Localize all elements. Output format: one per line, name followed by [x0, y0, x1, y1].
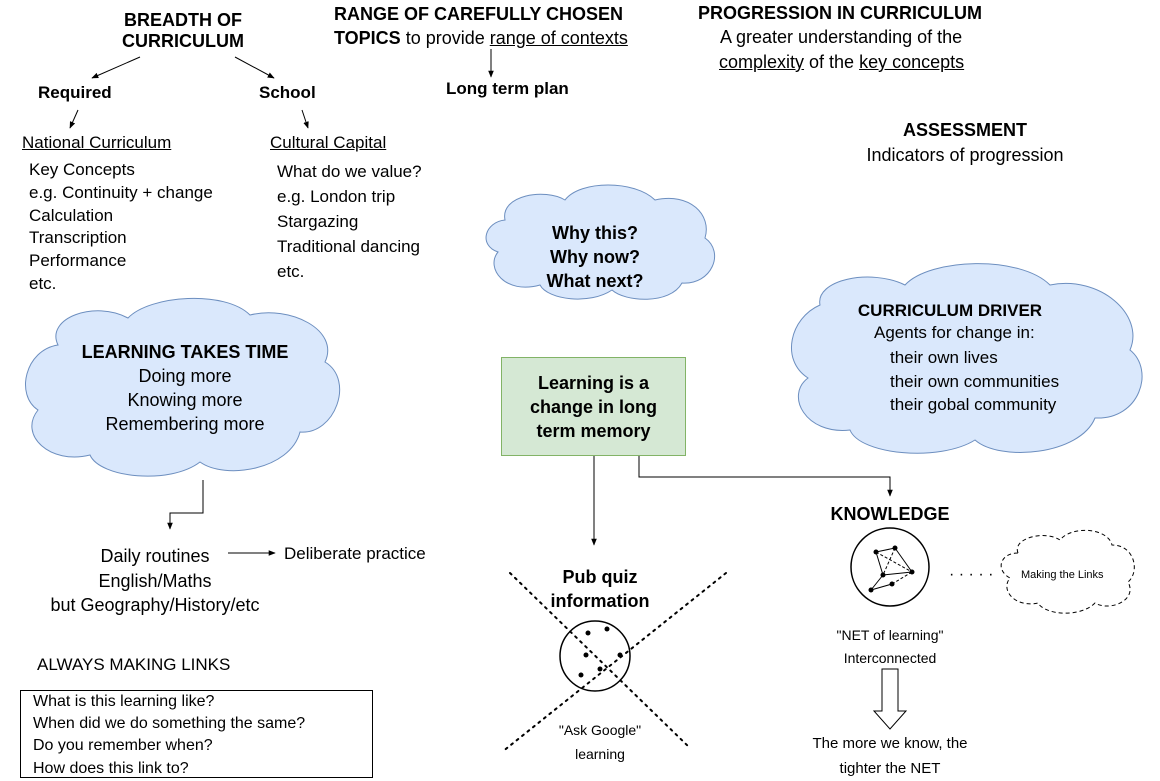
list-item: What do we value? — [277, 162, 422, 181]
learning-time-cloud-shape — [25, 298, 341, 477]
tighter-net-text: The more we know, the tighter the NET — [812, 735, 968, 777]
list-item: Do you remember when? — [33, 737, 213, 755]
list-item: Key Concepts — [29, 160, 135, 179]
national-curriculum-list: Key Concepts e.g. Continuity + change Ca… — [29, 159, 213, 296]
breadth-title: BREADTH OF CURRICULUM — [122, 10, 244, 51]
list-item: etc. — [277, 262, 305, 281]
assessment-subtitle: Indicators of progression — [866, 145, 1064, 165]
making-links-label: Making the Links — [1021, 569, 1104, 581]
progression-title: PROGRESSION IN CURRICULUM — [698, 3, 983, 23]
list-item: Calculation — [29, 205, 114, 225]
list-item: Performance — [29, 251, 127, 271]
tighter-net-arrow — [872, 668, 908, 730]
questions-list: What is this learning like? When did we … — [33, 691, 305, 780]
progression-line1: A greater understanding of the — [720, 27, 963, 47]
range-title: RANGE OF CAREFULLY CHOSEN — [334, 4, 624, 24]
assessment-title: ASSESSMENT — [902, 120, 1028, 140]
learning-time-text: LEARNING TAKES TIME Doing more Knowing m… — [81, 342, 289, 434]
ellipsis-dots: · · · · · — [949, 566, 994, 583]
daily-routines-text: Daily routines English/Maths but Geograp… — [50, 546, 260, 615]
national-curriculum-heading: National Curriculum — [22, 133, 172, 152]
required-label: Required — [38, 83, 112, 102]
pubquiz-title: Pub quiz information — [550, 567, 650, 611]
knowledge-net-circle — [850, 527, 930, 607]
list-item: What is this learning like? — [33, 693, 215, 710]
long-term-memory-box: Learning is a change in long term memory — [501, 357, 686, 456]
driver-list: their own lives their own communities th… — [890, 346, 1059, 417]
list-item: their own lives — [890, 348, 998, 367]
list-item: Traditional dancing — [277, 237, 421, 256]
cultural-capital-heading: Cultural Capital — [270, 133, 387, 152]
net-caption: "NET of learning" Interconnected — [836, 627, 944, 666]
questions-box — [20, 690, 373, 778]
school-label: School — [259, 83, 316, 102]
list-item: How does this link to? — [33, 759, 189, 777]
long-term-plan: Long term plan — [446, 79, 569, 98]
links-title: ALWAYS MAKING LINKS — [37, 655, 231, 674]
list-item: e.g. Continuity + change — [29, 182, 213, 202]
list-item: etc. — [29, 273, 57, 293]
driver-title: CURRICULUM DRIVER — [857, 301, 1043, 320]
list-item: When did we do something the same? — [33, 715, 306, 733]
why-cloud-text: Why this? Why now? What next? — [546, 223, 644, 291]
links-cloud-shape — [1000, 529, 1135, 614]
list-item: e.g. London trip — [277, 187, 396, 206]
list-item: their own communities — [890, 371, 1060, 391]
progression-line2: complexity of the key concepts — [719, 52, 965, 72]
list-item: Transcription — [29, 228, 127, 248]
cultural-capital-list: What do we value? e.g. London trip Starg… — [277, 159, 422, 284]
driver-cloud-shape — [791, 263, 1143, 454]
knowledge-title: KNOWLEDGE — [830, 504, 950, 524]
pubquiz-caption: "Ask Google" learning — [558, 722, 642, 762]
deliberate-practice: Deliberate practice — [284, 544, 426, 563]
driver-subtitle: Agents for change in: — [874, 323, 1035, 342]
why-cloud-shape — [485, 184, 716, 300]
list-item: their gobal community — [890, 395, 1057, 414]
list-item: Stargazing — [277, 212, 359, 231]
range-subtitle: TOPICS to provide range of contexts — [334, 28, 628, 48]
